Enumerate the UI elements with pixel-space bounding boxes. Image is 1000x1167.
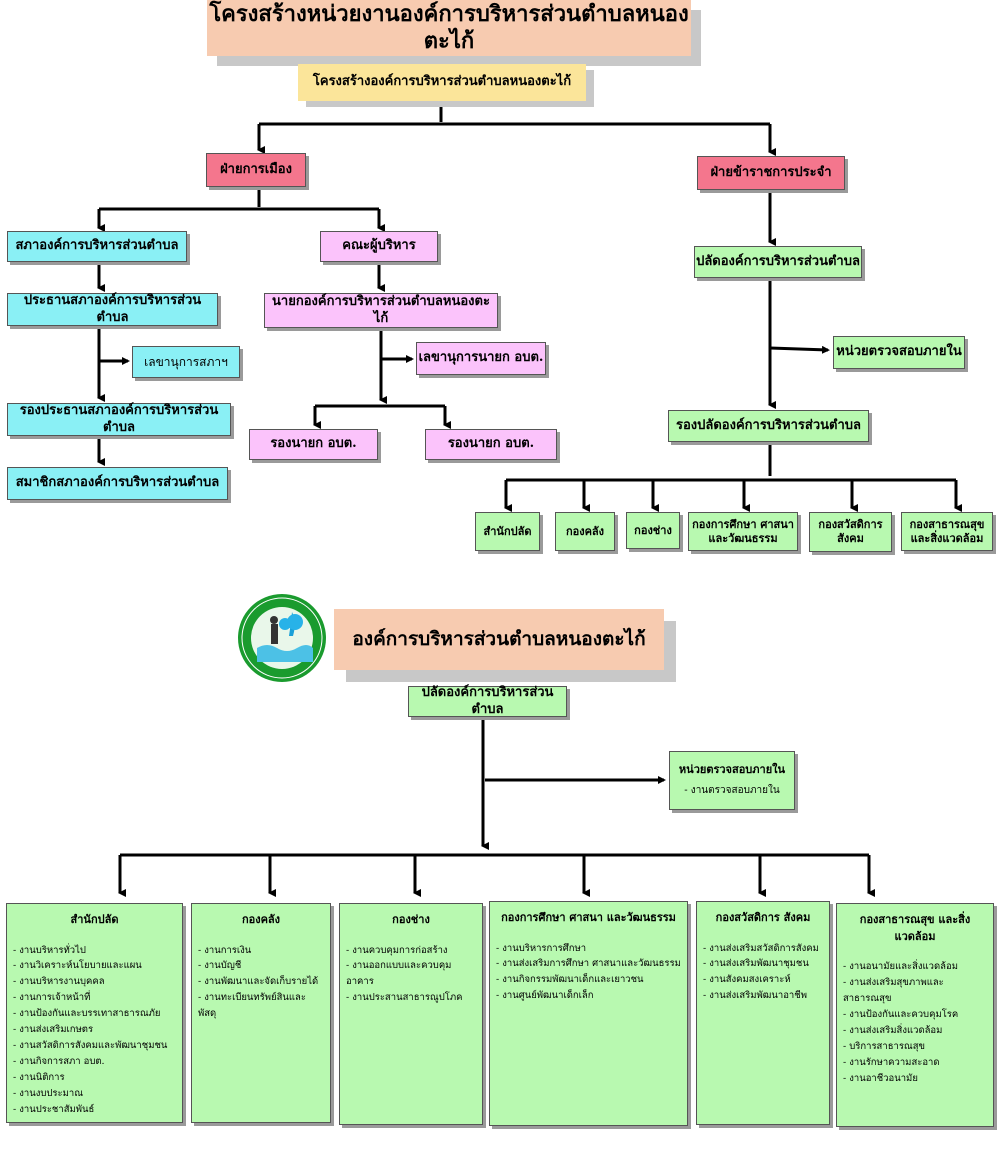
department-task: งานส่งเสริมพัฒนาอาชีพ bbox=[703, 988, 823, 1004]
department-task: งานพัฒนาและจัดเก็บรายได้ bbox=[198, 974, 324, 990]
department-task: งานวิเคราะห์นโยบายและแผน bbox=[13, 958, 176, 974]
deputy-clerk-box: รองปลัดองค์การบริหารส่วนตำบล bbox=[668, 410, 869, 442]
department-task: งานงบประมาณ bbox=[13, 1086, 176, 1102]
department-task-list: งานบริหารทั่วไปงานวิเคราะห์นโยบายและแผนง… bbox=[13, 943, 176, 1118]
department-task-list: งานบริหารการศึกษางานส่งเสริมการศึกษา ศาส… bbox=[496, 941, 681, 1005]
seal-logo bbox=[238, 594, 326, 682]
civil-box: ฝ่ายข้าราชการประจำ bbox=[697, 156, 845, 190]
main-title: โครงสร้างหน่วยงานองค์การบริหารส่วนตำบลหน… bbox=[207, 0, 691, 56]
department-task-list: งานส่งเสริมสวัสดิการสังคมงานส่งเสริมพัฒน… bbox=[703, 941, 823, 1005]
department-task: งานบัญชี bbox=[198, 958, 324, 974]
department-task: งานส่งเสริมสวัสดิการสังคม bbox=[703, 941, 823, 957]
council-secretary-box: เลขานุการสภาฯ bbox=[132, 346, 240, 378]
org-name-box: องค์การบริหารส่วนตำบลหนองตะไก้ bbox=[334, 609, 664, 670]
department-task: งานป้องกันและบรรเทาสาธารณภัย bbox=[13, 1006, 176, 1022]
department-task: งานส่งเสริมสิ่งแวดล้อม bbox=[843, 1023, 987, 1039]
department-task: งานการเจ้าหน้าที่ bbox=[13, 990, 176, 1006]
deputy-mayor-2-box: รองนายก อบต. bbox=[425, 429, 557, 460]
department-box: กองคลังงานการเงินงานบัญชีงานพัฒนาและจัดเ… bbox=[191, 903, 331, 1123]
department-title: กองคลัง bbox=[241, 913, 281, 926]
department-task: งานสวัสดิการสังคมและพัฒนาชุมชน bbox=[13, 1038, 176, 1054]
department-task: งานศูนย์พัฒนาเด็กเล็ก bbox=[496, 988, 681, 1004]
department-task: งานบริหารงานบุคคล bbox=[13, 974, 176, 990]
department-task: งานป้องกันและควบคุมโรค bbox=[843, 1007, 987, 1023]
council-member-box: สมาชิกสภาองค์การบริหารส่วนตำบล bbox=[7, 467, 228, 500]
audit-title: หน่วยตรวจสอบภายใน bbox=[678, 763, 786, 777]
department-task: งานบริหารการศึกษา bbox=[496, 941, 681, 957]
division-box: กองการศึกษา ศาสนา และวัฒนธรรม bbox=[688, 512, 798, 551]
department-task: งานบริหารทั่วไป bbox=[13, 943, 176, 959]
department-title: สำนักปลัด bbox=[70, 913, 119, 926]
department-title: กองสาธารณสุข และสิ่งแวดล้อม bbox=[859, 913, 971, 943]
department-task: งานรักษาความสะอาด bbox=[843, 1055, 987, 1071]
department-box: สำนักปลัดงานบริหารทั่วไปงานวิเคราะห์นโยบ… bbox=[6, 903, 183, 1123]
deputy-mayor-1-box: รองนายก อบต. bbox=[249, 429, 378, 460]
department-task: งานส่งเสริมสุขภาพและ สาธารณสุข bbox=[843, 975, 987, 1007]
department-box: กองสวัสดิการ สังคมงานส่งเสริมสวัสดิการสั… bbox=[696, 901, 830, 1125]
department-title: กองช่าง bbox=[392, 913, 430, 926]
department-task: งานกิจการสภา อบต. bbox=[13, 1054, 176, 1070]
audit-box: หน่วยตรวจสอบภายใน bbox=[833, 336, 965, 369]
department-task: งานควบคุมการก่อสร้าง bbox=[346, 943, 476, 959]
department-box: กองสาธารณสุข และสิ่งแวดล้อมงานอนามัยและส… bbox=[836, 903, 994, 1127]
department-task: งานสังคมสงเคราะห์ bbox=[703, 972, 823, 988]
council-vice-box: รองประธานสภาองค์การบริหารส่วนตำบล bbox=[7, 403, 231, 436]
council-box: สภาองค์การบริหารส่วนตำบล bbox=[7, 231, 187, 262]
department-task-list: งานควบคุมการก่อสร้างงานออกแบบและควบคุมอา… bbox=[346, 943, 476, 1007]
department-task: งานการเงิน bbox=[198, 943, 324, 959]
department-task: งานกิจกรรมพัฒนาเด็กและเยาวชน bbox=[496, 972, 681, 988]
clerk-box: ปลัดองค์การบริหารส่วนตำบล bbox=[694, 246, 862, 278]
political-box: ฝ่ายการเมือง bbox=[206, 153, 306, 187]
department-task: งานนิติการ bbox=[13, 1070, 176, 1086]
division-box: กองช่าง bbox=[626, 512, 680, 549]
department-task: บริการสาธารณสุข bbox=[843, 1039, 987, 1055]
bottom-audit-box: หน่วยตรวจสอบภายใน - งานตรวจสอบภายใน bbox=[669, 751, 795, 810]
department-task: งานทะเบียนทรัพย์สินและพัสดุ bbox=[198, 990, 324, 1022]
council-president-box: ประธานสภาองค์การบริหารส่วนตำบล bbox=[7, 293, 218, 326]
department-task: งานอนามัยและสิ่งแวดล้อม bbox=[843, 959, 987, 975]
department-task: งานออกแบบและควบคุมอาคาร bbox=[346, 958, 476, 990]
department-task: งานส่งเสริมพัฒนาชุมชน bbox=[703, 956, 823, 972]
department-task: งานส่งเสริมการศึกษา ศาสนาและวัฒนธรรม bbox=[496, 956, 681, 972]
department-box: กองการศึกษา ศาสนา และวัฒนธรรมงานบริหารกา… bbox=[489, 901, 688, 1126]
audit-item: - งานตรวจสอบภายใน bbox=[684, 785, 780, 797]
department-title: กองการศึกษา ศาสนา และวัฒนธรรม bbox=[501, 911, 676, 924]
department-task-list: งานการเงินงานบัญชีงานพัฒนาและจัดเก็บรายไ… bbox=[198, 943, 324, 1023]
bottom-clerk-box: ปลัดองค์การบริหารส่วนตำบล bbox=[408, 685, 567, 717]
division-box: กองสวัสดิการ สังคม bbox=[809, 512, 892, 552]
division-box: สำนักปลัด bbox=[475, 512, 540, 551]
department-task: งานประสานสาธารณูปโภค bbox=[346, 990, 476, 1006]
mayor-secretary-box: เลขานุการนายก อบต. bbox=[416, 342, 546, 375]
department-task: งานอาชีวอนามัย bbox=[843, 1071, 987, 1087]
mayor-box: นายกองค์การบริหารส่วนตำบลหนองตะไก้ bbox=[264, 293, 498, 328]
executive-box: คณะผู้บริหาร bbox=[320, 231, 438, 262]
department-box: กองช่างงานควบคุมการก่อสร้างงานออกแบบและค… bbox=[339, 903, 483, 1125]
department-task: งานส่งเสริมเกษตร bbox=[13, 1022, 176, 1038]
department-task: งานประชาสัมพันธ์ bbox=[13, 1102, 176, 1118]
department-title: กองสวัสดิการ สังคม bbox=[715, 911, 811, 924]
division-box: กองคลัง bbox=[555, 512, 615, 551]
subtitle-box: โครงสร้างองค์การบริหารส่วนตำบลหนองตะไก้ bbox=[298, 64, 586, 101]
department-task-list: งานอนามัยและสิ่งแวดล้อมงานส่งเสริมสุขภาพ… bbox=[843, 959, 987, 1087]
division-box: กองสาธารณสุข และสิ่งแวดล้อม bbox=[901, 512, 993, 551]
